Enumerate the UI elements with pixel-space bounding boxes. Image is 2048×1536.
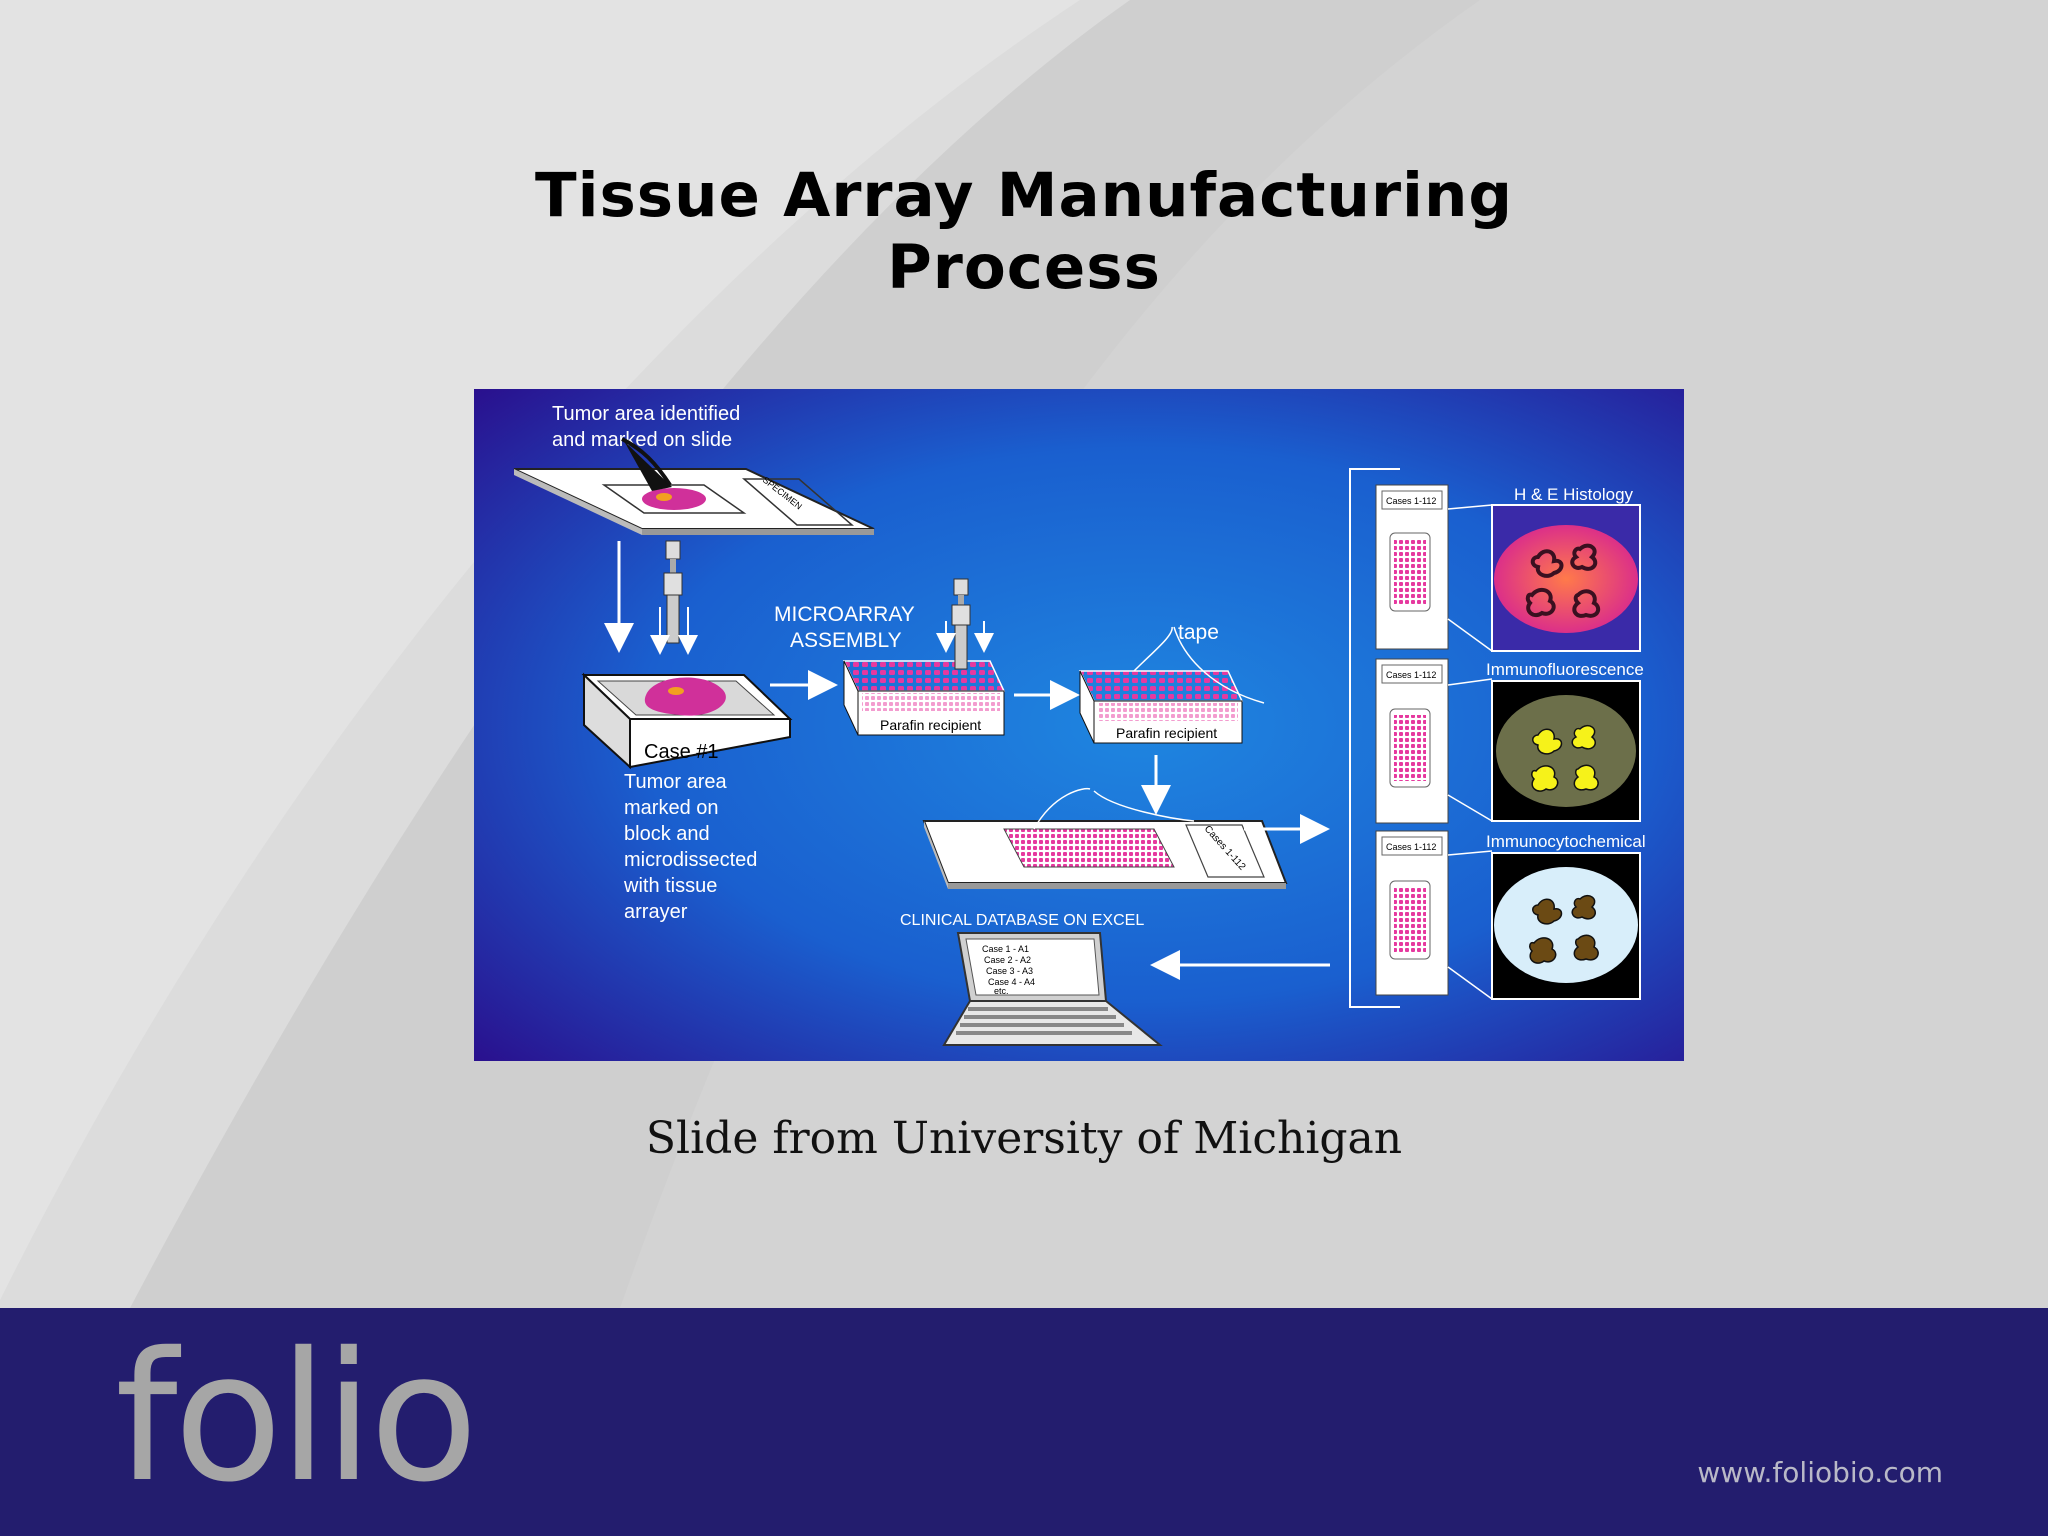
- tape-label: tape: [1178, 621, 1219, 644]
- slide-title-line2: Process: [887, 232, 1161, 303]
- folio-logo: folio: [115, 1314, 478, 1521]
- database-label: CLINICAL DATABASE ON EXCEL: [900, 912, 1144, 929]
- slide-cases-label: Cases 1-112: [1386, 496, 1436, 506]
- microarray-label-line1: MICROARRAY: [774, 603, 915, 626]
- marked-slide: SPECIMEN: [513, 437, 875, 535]
- step1-label-line2: and marked on slide: [552, 429, 732, 451]
- block-desc-line: arrayer: [624, 901, 688, 923]
- footer-bar: [0, 1308, 2048, 1536]
- stain-he-label: H & E Histology: [1514, 485, 1634, 504]
- recipient-block-2: Parafin recipient: [1078, 626, 1265, 744]
- recipient-label-2: Parafin recipient: [1116, 725, 1217, 741]
- punch-needle-1: [650, 540, 698, 655]
- slide-title-line1: Tissue Array Manufacturing: [534, 160, 1514, 231]
- recipient-block-1: Parafin recipient: [842, 660, 1006, 736]
- slide-cases-label: Cases 1-112: [1386, 670, 1436, 680]
- microarray-label-line2: ASSEMBLY: [790, 629, 902, 652]
- block-desc-line: marked on: [624, 797, 719, 819]
- zoom-connectors: [1447, 504, 1493, 1000]
- block-desc-line: with tissue: [623, 875, 717, 897]
- recipient-label-1: Parafin recipient: [880, 717, 981, 733]
- punch-needle-2: [936, 578, 994, 670]
- laptop-icon: Case 1 - A1 Case 2 - A2 Case 3 - A3 Case…: [942, 932, 1163, 1046]
- step1-label-line1: Tumor area identified: [552, 403, 740, 425]
- slide-cases-label: Cases 1-112: [1386, 842, 1436, 852]
- array-slide: Cases 1-112: [922, 787, 1288, 889]
- stained-slide-1: Cases 1-112: [1375, 484, 1449, 650]
- slides-bracket: [1349, 468, 1400, 1008]
- donor-block: Case #1: [581, 672, 793, 770]
- laptop-line: Case 2 - A2: [984, 955, 1031, 965]
- stained-slide-3: Cases 1-112: [1375, 830, 1449, 996]
- immunocytochemical-panel: [1491, 852, 1641, 1000]
- website-url: www.foliobio.com: [1697, 1456, 1943, 1489]
- he-histology-panel: [1491, 504, 1641, 652]
- case-label: Case #1: [644, 741, 719, 763]
- block-description: Tumor area marked on block and microdiss…: [623, 771, 757, 923]
- stain-ic-label: Immunocytochemical: [1486, 832, 1646, 851]
- immunofluorescence-panel: [1491, 680, 1641, 822]
- manufacturing-diagram: Tumor area identified and marked on slid…: [474, 389, 1684, 1061]
- block-desc-line: microdissected: [624, 849, 757, 871]
- laptop-line: Case 4 - A4: [988, 977, 1035, 987]
- laptop-line: Case 1 - A1: [982, 944, 1029, 954]
- slide-caption: Slide from University of Michigan: [645, 1113, 1403, 1164]
- laptop-line: etc.: [994, 986, 1009, 996]
- stained-slide-2: Cases 1-112: [1375, 658, 1449, 824]
- block-desc-line: block and: [624, 823, 710, 845]
- laptop-line: Case 3 - A3: [986, 966, 1033, 976]
- block-desc-line: Tumor area: [624, 771, 728, 793]
- stain-if-label: Immunofluorescence: [1486, 660, 1644, 679]
